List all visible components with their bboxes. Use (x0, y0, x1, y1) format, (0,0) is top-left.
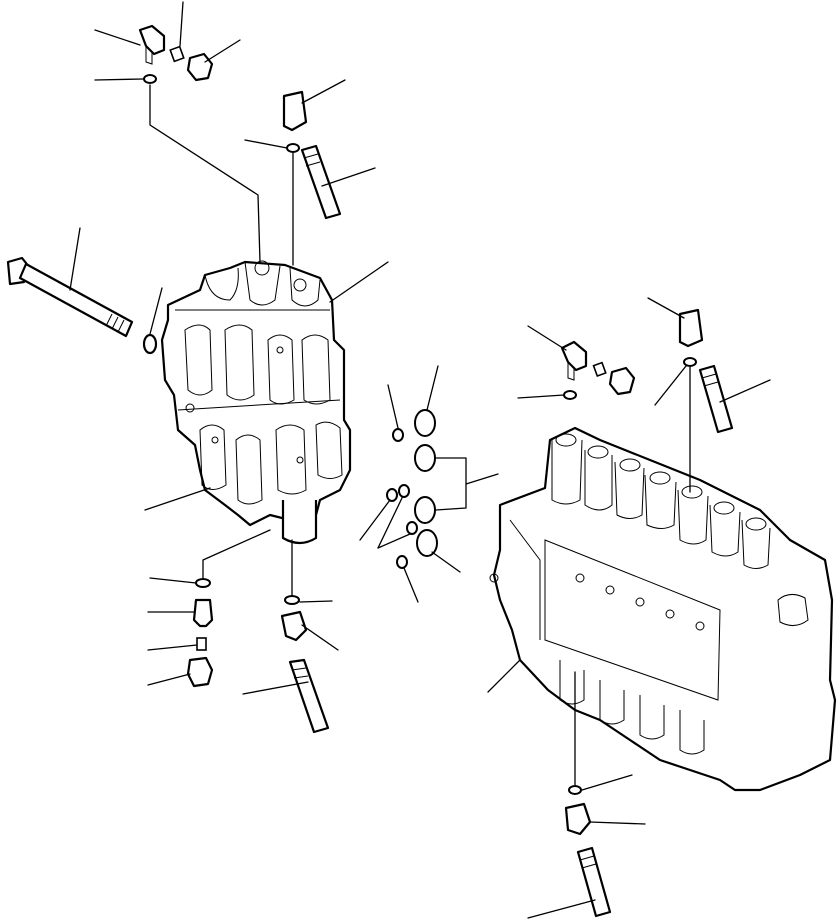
o-ring-right-elbow (563, 390, 577, 400)
pressure-switch-right (678, 308, 704, 348)
o-ring-bottom-left (195, 578, 211, 588)
o-ring-right-bottom (568, 785, 582, 795)
pressure-switch-top (282, 90, 308, 132)
hose-bottom-mid (288, 658, 330, 734)
right-valve-block (489, 426, 837, 792)
tie-bolt (6, 256, 134, 338)
leader-lines (69, 1, 771, 919)
o-ring-top-left (143, 74, 157, 84)
elbow-bottom-mid (280, 610, 308, 642)
o-ring-bottom-mid (284, 595, 300, 605)
small-nipple-top (169, 45, 185, 63)
hex-nut-right (608, 366, 636, 396)
elbow-fitting-top-left (138, 24, 166, 65)
o-ring-set-center (386, 409, 438, 569)
o-ring-right-top (683, 357, 697, 367)
hose-right-top (698, 364, 734, 434)
nut-bottom-left (186, 656, 214, 688)
small-nipple-right (592, 361, 607, 378)
adapter-bottom-left (192, 598, 214, 628)
bolt-washer (142, 333, 158, 355)
elbow-right-bottom (564, 802, 592, 836)
nipple-bottom-left (196, 637, 207, 651)
left-valve-block (160, 260, 352, 545)
elbow-fitting-right (560, 340, 588, 381)
hose-right-bottom (576, 846, 612, 918)
o-ring-top-mid (286, 143, 300, 153)
hex-nut-top (186, 52, 214, 82)
